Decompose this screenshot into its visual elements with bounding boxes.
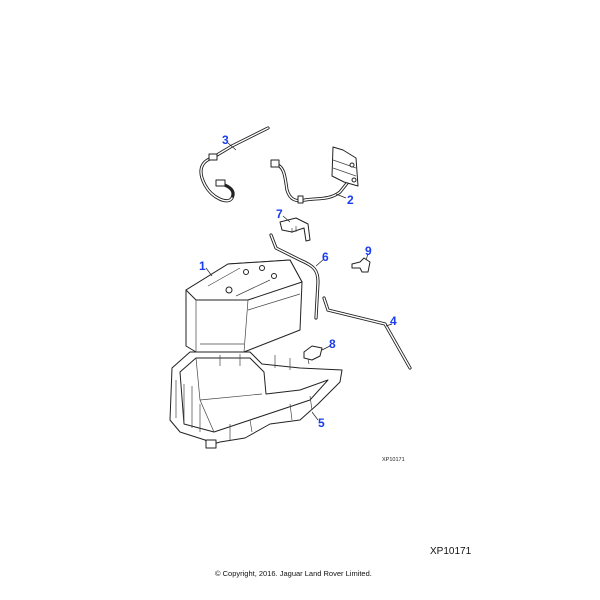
callout-9: 9 bbox=[365, 244, 372, 258]
callout-2: 2 bbox=[347, 193, 354, 207]
diagram-reference: XP10171 bbox=[430, 546, 472, 557]
fastener-9 bbox=[351, 257, 371, 273]
callout-3: 3 bbox=[222, 133, 229, 147]
callout-1: 1 bbox=[199, 259, 206, 273]
clip-8 bbox=[303, 345, 323, 365]
callout-7: 7 bbox=[276, 207, 283, 221]
battery-1 bbox=[185, 259, 303, 353]
callout-6: 6 bbox=[322, 250, 329, 264]
battery-tray-5 bbox=[169, 351, 343, 449]
callout-5: 5 bbox=[318, 416, 325, 430]
cable-4 bbox=[322, 296, 412, 370]
cable-3 bbox=[199, 126, 270, 203]
cable-2 bbox=[270, 146, 359, 204]
leader-lines bbox=[205, 142, 393, 421]
callout-8: 8 bbox=[329, 337, 336, 351]
callout-4: 4 bbox=[390, 314, 397, 328]
illustration-reference: XP10171 bbox=[382, 457, 405, 463]
vent-tube-6 bbox=[269, 233, 320, 320]
bracket-7 bbox=[279, 217, 311, 242]
copyright-notice: © Copyright, 2016. Jaguar Land Rover Lim… bbox=[215, 569, 372, 578]
